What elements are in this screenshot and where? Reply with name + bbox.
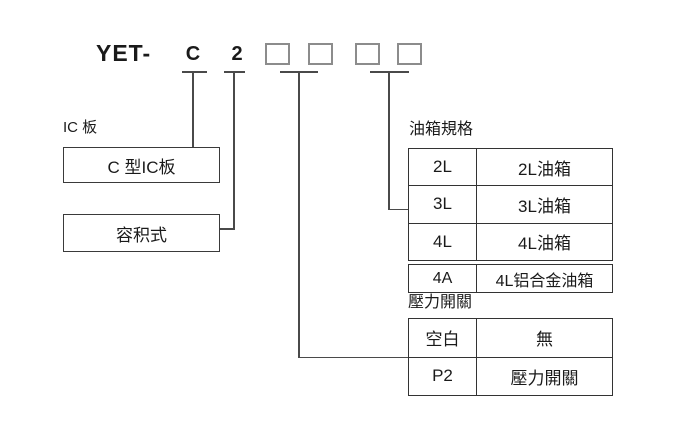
row-desc-cell: 2L油箱 bbox=[518, 159, 571, 179]
pressure-switch-table: 空白 無 P2 壓力開關 bbox=[408, 318, 613, 396]
tank-spec-table: 2L 2L油箱 3L 3L油箱 4L 4L油箱 bbox=[408, 148, 613, 261]
code-placeholder-box-1 bbox=[265, 43, 290, 65]
row-desc-cell: 4L铝合金油箱 bbox=[495, 272, 594, 290]
pressure-leader-line bbox=[298, 71, 300, 358]
row-code-cell: 2L bbox=[409, 149, 477, 186]
pump-leader-line bbox=[233, 71, 235, 229]
code-placeholder-box-4 bbox=[397, 43, 422, 65]
row-code-cell: 4L bbox=[409, 223, 477, 260]
row-code-cell: 空白 bbox=[409, 319, 477, 357]
ic-board-box: C 型IC板 bbox=[63, 147, 220, 183]
pressure-switch-title: 壓力開關 bbox=[408, 294, 473, 311]
code-segment-pump: 2 bbox=[231, 43, 243, 65]
pump-type-box: 容积式 bbox=[63, 214, 220, 252]
code-segment-board: C bbox=[185, 43, 201, 65]
row-code-cell: 3L bbox=[409, 186, 477, 223]
ic-board-value: C 型IC板 bbox=[107, 157, 176, 177]
table-row: P2 壓力開關 bbox=[409, 356, 612, 395]
tank-spec-title: 油箱規格 bbox=[409, 121, 474, 138]
tank-leader-line bbox=[388, 71, 390, 210]
row-desc-cell: 4L油箱 bbox=[518, 234, 571, 254]
tank-leader-elbow bbox=[388, 208, 408, 210]
row-code-cell: P2 bbox=[409, 357, 477, 395]
ic-board-label: IC 板 bbox=[63, 119, 98, 136]
model-prefix-text: YET- bbox=[96, 40, 152, 66]
tank-leader-bracket bbox=[370, 71, 409, 73]
table-row: 4L 4L油箱 bbox=[409, 222, 612, 260]
code-placeholder-box-2 bbox=[308, 43, 333, 65]
board-leader-line bbox=[192, 71, 194, 148]
tank-spec-table-4a-row: 4A 4L铝合金油箱 bbox=[408, 264, 613, 293]
pump-leader-tick bbox=[224, 71, 245, 73]
code-placeholder-box-3 bbox=[355, 43, 380, 65]
row-desc-cell: 無 bbox=[536, 330, 553, 350]
pump-leader-elbow bbox=[220, 228, 235, 230]
pump-type-value: 容积式 bbox=[116, 225, 167, 245]
row-desc-cell: 3L油箱 bbox=[518, 196, 571, 216]
row-desc-cell: 壓力開關 bbox=[510, 368, 579, 388]
table-row: 4A 4L铝合金油箱 bbox=[409, 265, 612, 292]
board-leader-tick bbox=[182, 71, 207, 73]
table-row: 空白 無 bbox=[409, 319, 612, 357]
row-code-cell: 4A bbox=[409, 265, 477, 292]
table-row: 2L 2L油箱 bbox=[409, 149, 612, 186]
pressure-leader-elbow bbox=[298, 356, 408, 358]
table-row: 3L 3L油箱 bbox=[409, 185, 612, 223]
